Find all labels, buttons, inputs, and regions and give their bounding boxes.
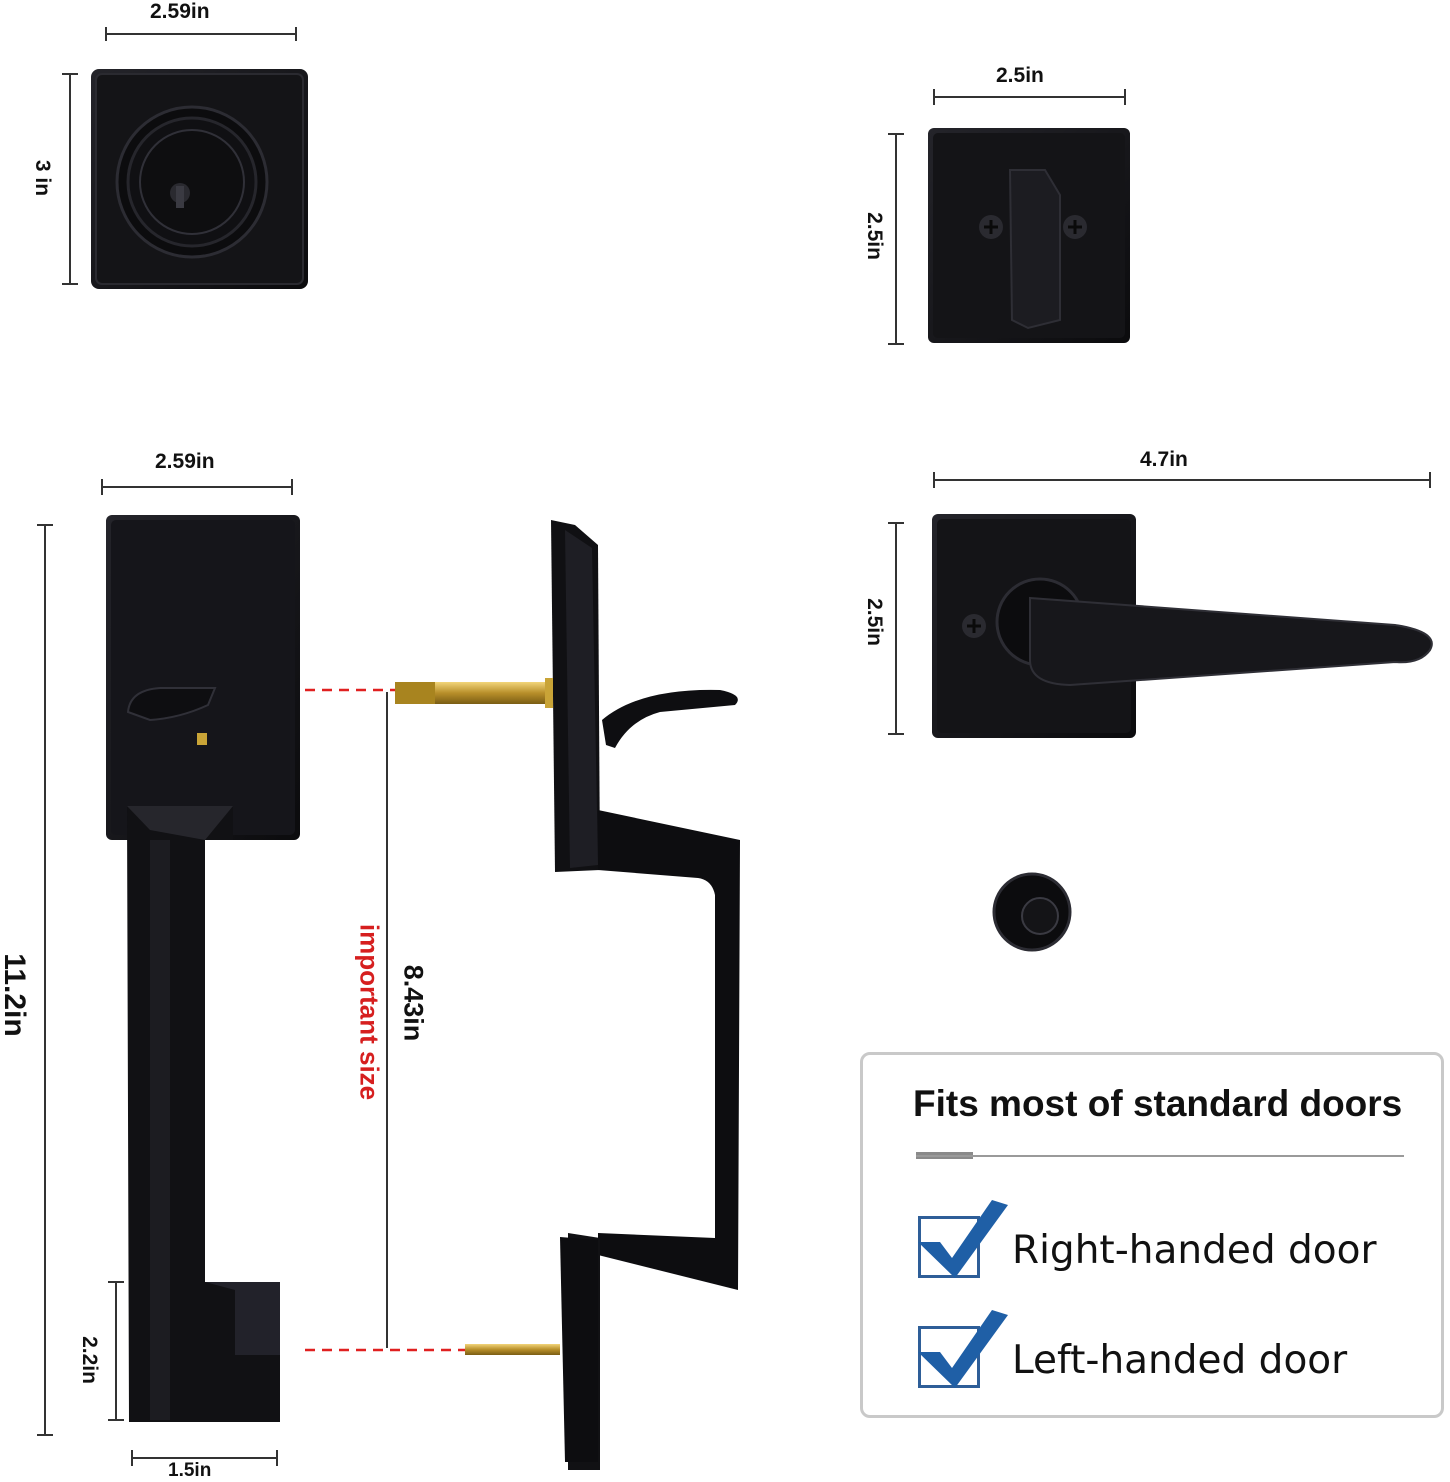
option-right-handed: Right-handed door — [916, 1208, 1416, 1288]
dimension-lines — [37, 27, 1431, 1466]
handleset-height-label: 11.2in — [0, 953, 31, 1037]
checkbox-left-handed — [918, 1326, 980, 1388]
option-left-handed: Left-handed door — [916, 1318, 1416, 1398]
lever-width-label: 4.7in — [1140, 448, 1188, 471]
base-height-label: 2.2in — [78, 1336, 101, 1384]
deadbolt-height-label: 3 in — [31, 159, 54, 197]
fit-card-title: Fits most of standard doors — [913, 1083, 1403, 1124]
thumbturn-plate — [928, 128, 1130, 343]
option-left-handed-label: Left-handed door — [1012, 1338, 1348, 1383]
thumbturn-width-label: 2.5in — [996, 64, 1044, 87]
door-fit-card: Fits most of standard doors Right-handed… — [860, 1052, 1444, 1418]
checkbox-right-handed — [918, 1216, 980, 1278]
base-width-label: 1.5in — [168, 1460, 212, 1481]
red-guide-lines — [305, 688, 465, 1352]
deadbolt-width-label: 2.59in — [150, 0, 210, 23]
handleset-width-label: 2.59in — [155, 450, 215, 473]
handleset-front — [106, 515, 300, 1422]
important-size-label: important size — [354, 923, 385, 1101]
door-stop-rosette — [992, 872, 1072, 952]
option-right-handed-label: Right-handed door — [1012, 1228, 1377, 1273]
lever-height-label: 2.5in — [863, 598, 886, 646]
handleset-side — [395, 520, 740, 1470]
handle-spacing-label: 8.43in — [398, 964, 429, 1042]
passage-lever — [932, 514, 1433, 738]
title-divider — [916, 1155, 1404, 1157]
deadbolt-keyed-plate — [91, 69, 308, 289]
thumbturn-height-label: 2.5in — [863, 212, 886, 260]
